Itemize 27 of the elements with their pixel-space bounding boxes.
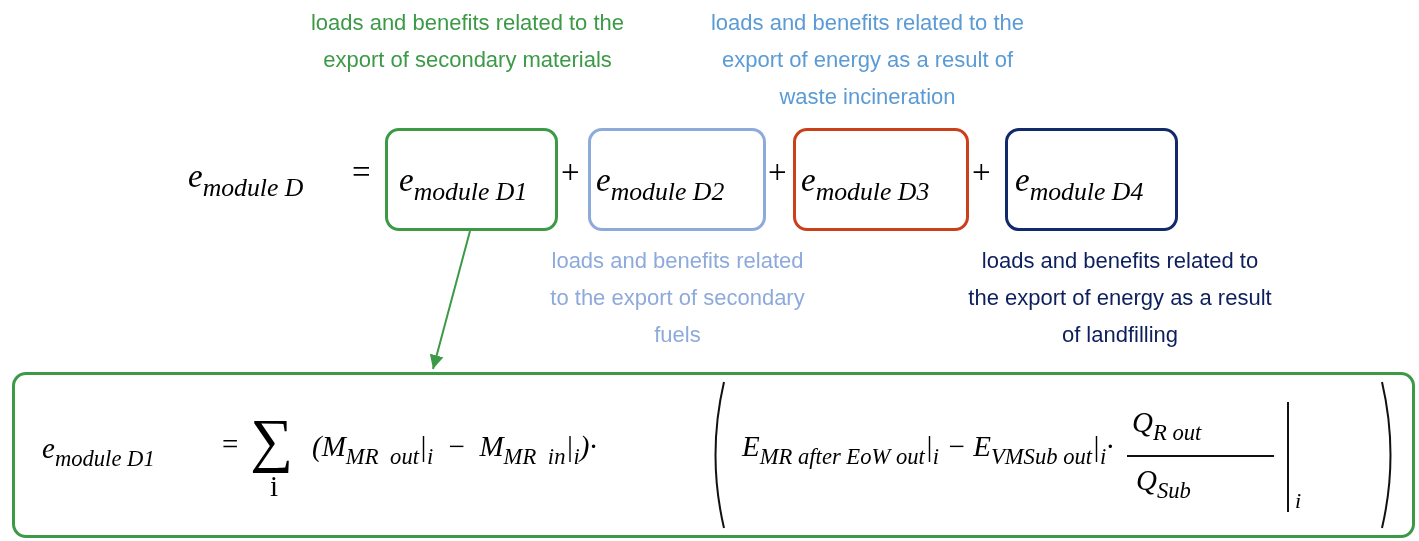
formula-text: Q$_{R out}$: [1132, 408, 1202, 445]
formula-text: (M$_{MR out}$|$_{i}$ − M$_{MR in}$|$_{i}$)·: [312, 432, 597, 469]
term-description: loads and benefits related to the export of secondary fuels: [549, 247, 806, 349]
formula-text: i: [270, 472, 279, 501]
formula-text: =: [222, 430, 239, 459]
term-box: [793, 128, 969, 231]
formula-text: e$_{module D4}$: [1015, 164, 1144, 205]
term-box: [1005, 128, 1178, 231]
formula-text: e$_{module D}$: [188, 160, 304, 201]
operator: +: [561, 156, 580, 189]
arrow: [429, 230, 471, 370]
formula-text: e$_{module D3}$: [801, 164, 930, 205]
operator: +: [972, 156, 991, 189]
term-description: loads and benefits related to the export of secondary materials: [309, 9, 626, 74]
formula-text: Q$_{Sub}$: [1136, 466, 1191, 503]
formula-text: e$_{module D1}$: [399, 164, 528, 205]
term-box: [385, 128, 558, 231]
operator: +: [768, 156, 787, 189]
term-box: [588, 128, 766, 231]
term-description: loads and benefits related to the export of energy as a result of landfilling: [967, 247, 1273, 349]
term-description: loads and benefits related to the export of energy as a result of waste incineration: [709, 9, 1026, 111]
formula-text: E$_{MR after EoW out}$|$_{i}$ − E$_{VMSub out}$|$_{i}$·: [742, 432, 1114, 469]
formula-box: [12, 372, 1415, 538]
formula-text: i: [1295, 490, 1302, 512]
formula-text: e$_{module D1}$: [42, 434, 155, 471]
operator: =: [352, 156, 371, 189]
formula-text: e$_{module D2}$: [596, 164, 725, 205]
